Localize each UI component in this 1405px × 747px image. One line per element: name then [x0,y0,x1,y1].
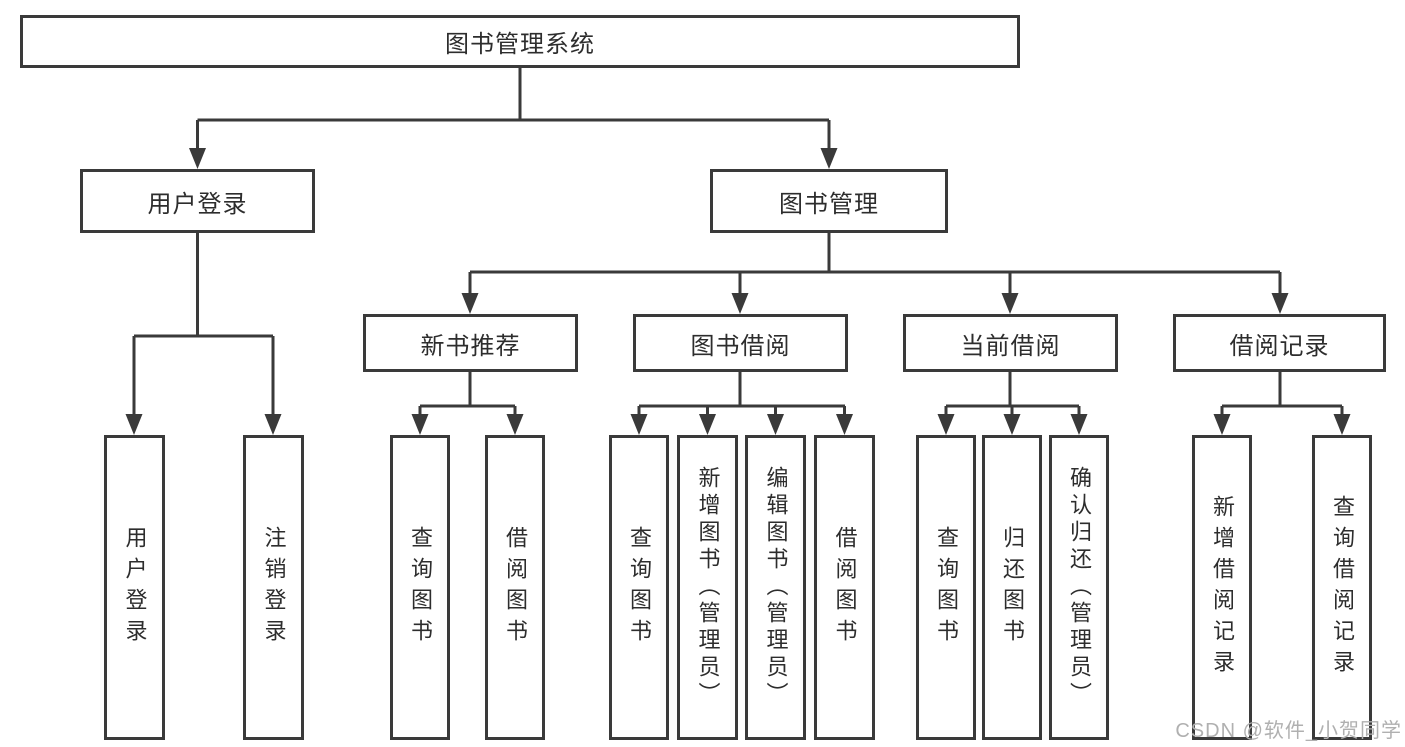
node-label: 新增图书（管理员） [695,466,721,709]
node-current-borrowing: 当前借阅 [903,314,1118,372]
node-label: 归还图书 [1000,525,1025,650]
node-leaf-borrow-books-2: 借阅图书 [814,435,875,740]
node-new-book-recommend: 新书推荐 [363,314,578,372]
node-label: 查询借阅记录 [1330,494,1355,681]
node-leaf-edit-books-admin: 编辑图书（管理员） [745,435,806,740]
node-label: 查询图书 [934,525,959,650]
node-label: 借阅图书 [503,525,528,650]
node-leaf-user-login: 用户登录 [104,435,165,740]
node-borrowing-records: 借阅记录 [1173,314,1386,372]
node-leaf-borrow-books-1: 借阅图书 [485,435,545,740]
node-label: 查询图书 [627,525,652,650]
node-leaf-return-books: 归还图书 [982,435,1042,740]
node-leaf-add-borrow-record: 新增借阅记录 [1192,435,1252,740]
node-label: 新增借阅记录 [1210,494,1235,681]
node-label: 注销登录 [261,525,287,650]
node-label: 借阅图书 [832,525,858,650]
node-root: 图书管理系统 [20,15,1020,68]
node-label: 编辑图书（管理员） [763,466,789,709]
node-leaf-confirm-return-admin: 确认归还（管理员） [1049,435,1109,740]
node-book-management: 图书管理 [710,169,948,233]
node-user-login: 用户登录 [80,169,315,233]
node-leaf-query-borrow-record: 查询借阅记录 [1312,435,1372,740]
node-leaf-add-books-admin: 新增图书（管理员） [677,435,738,740]
node-label: 查询图书 [408,525,433,650]
node-book-borrowing: 图书借阅 [633,314,848,372]
node-label: 用户登录 [122,525,148,650]
node-leaf-query-books-1: 查询图书 [390,435,450,740]
connector-lines-path [132,68,1344,416]
node-leaf-logout: 注销登录 [243,435,304,740]
watermark: CSDN @软件_小贺同学 [1175,720,1402,742]
node-leaf-query-books-2: 查询图书 [609,435,669,740]
node-label: 确认归还（管理员） [1067,466,1092,709]
node-leaf-query-books-3: 查询图书 [916,435,976,740]
